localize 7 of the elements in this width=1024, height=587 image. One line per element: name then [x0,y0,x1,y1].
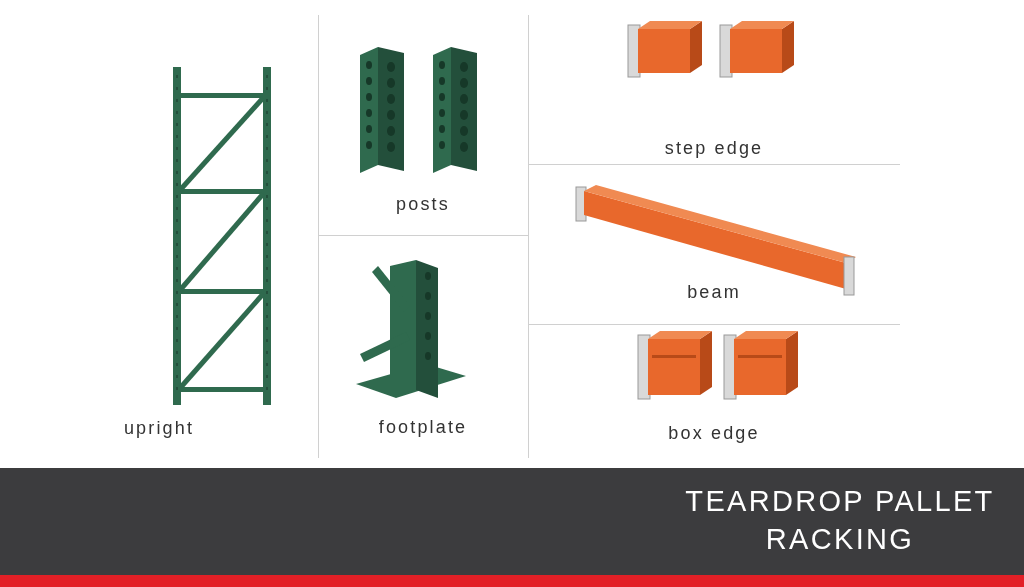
part-caption: footplate [377,416,469,439]
part-caption: posts [395,193,451,216]
part-caption: beam [686,281,742,304]
part-caption: box edge [667,422,761,445]
part-caption: step edge [663,137,765,160]
title: TEARDROP PALLET RACKING [684,484,996,557]
part-caption: upright [122,417,196,440]
